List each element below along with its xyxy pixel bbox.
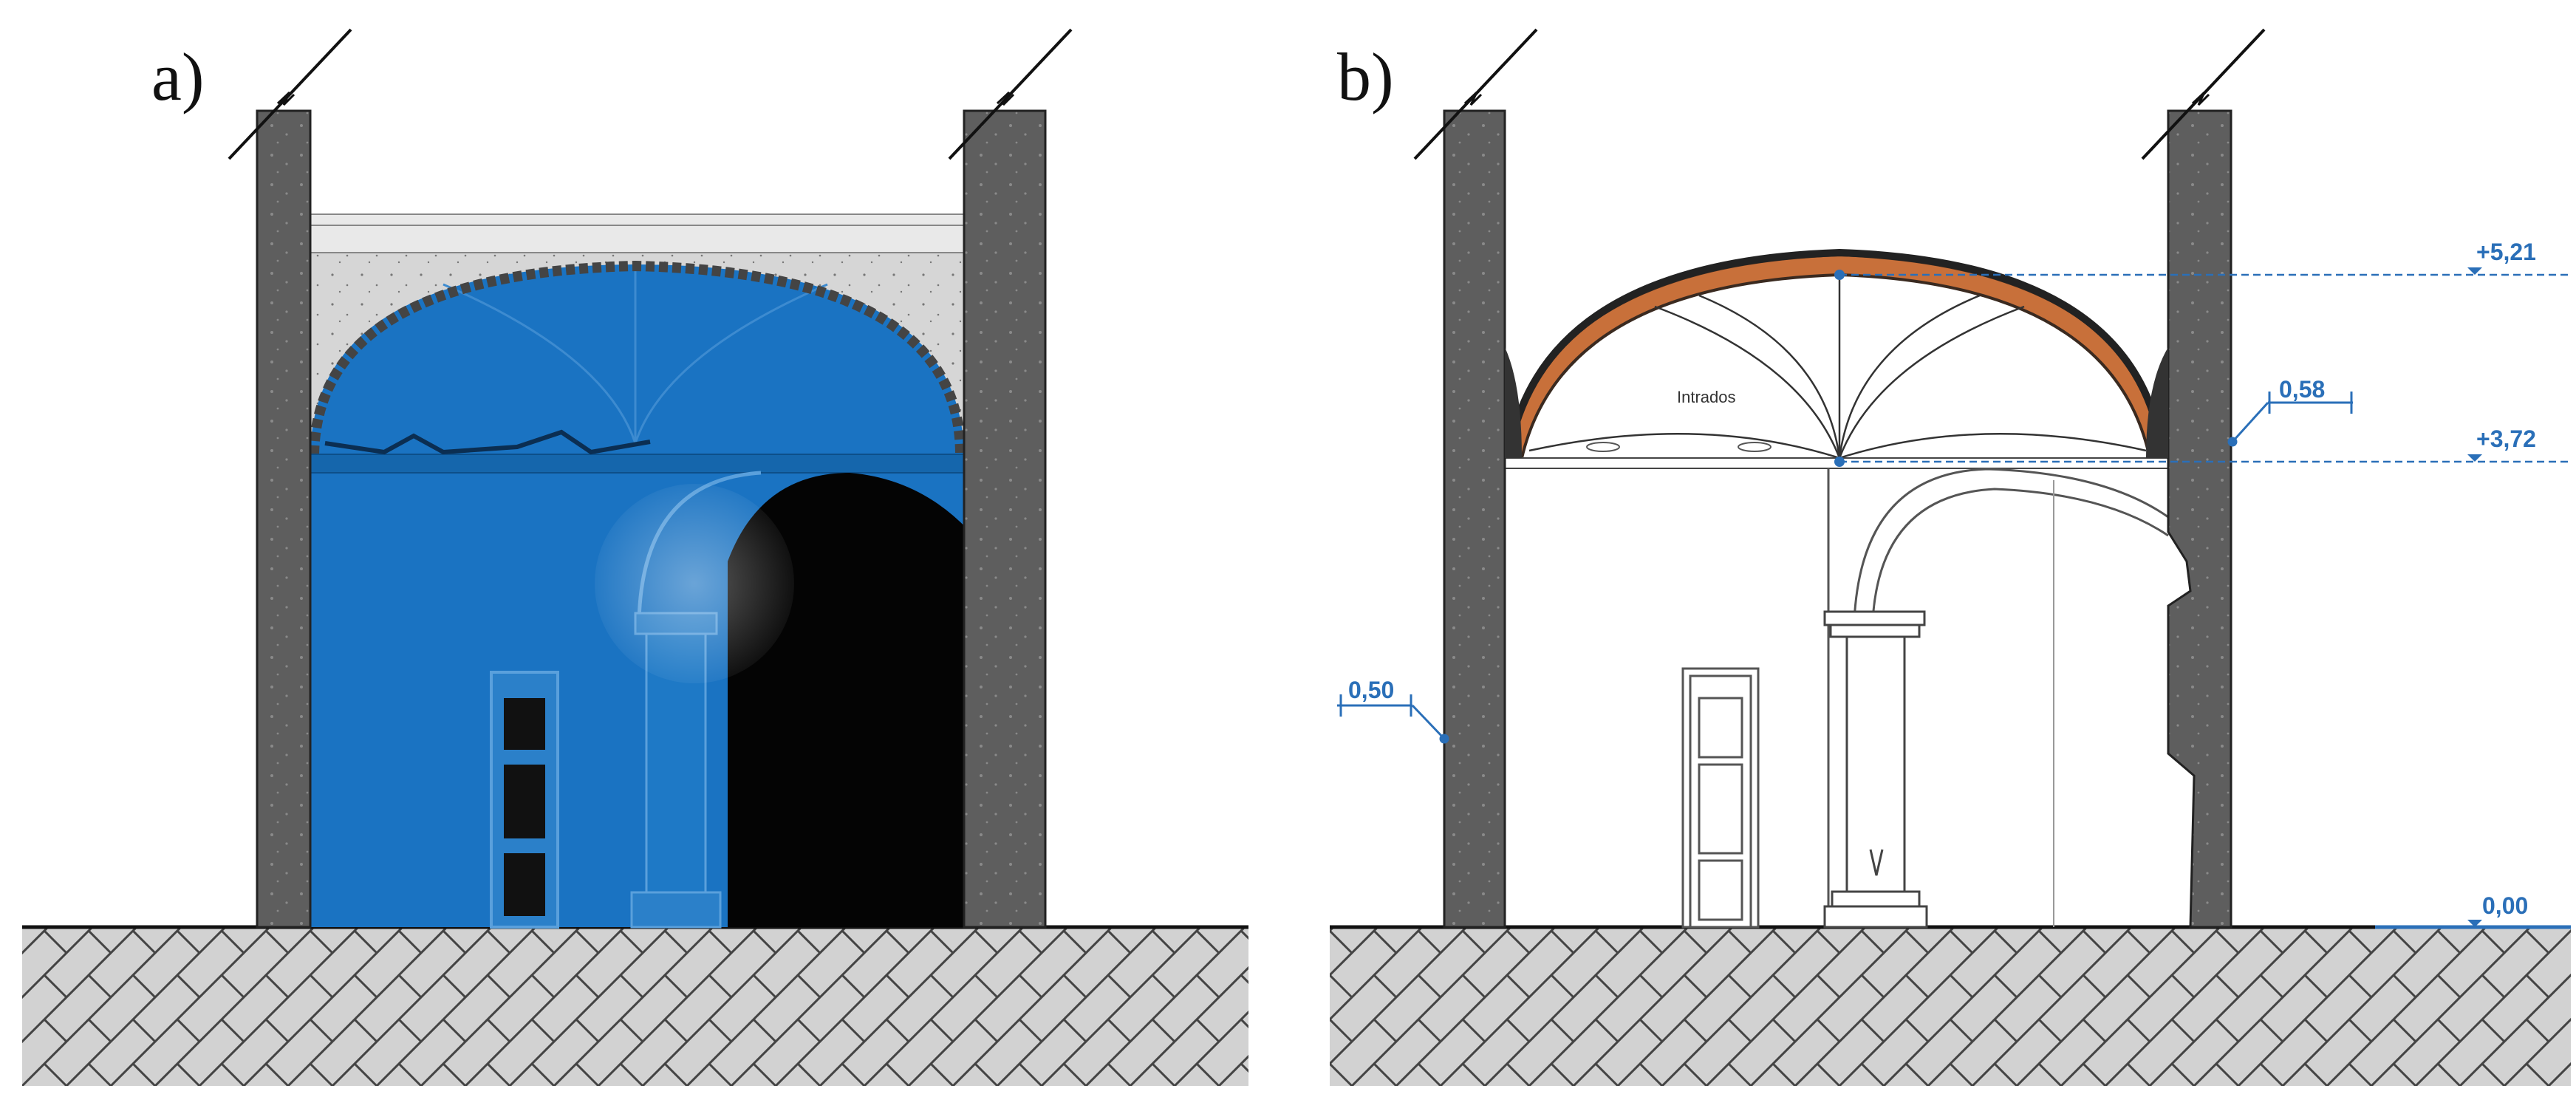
panel-b-label: b) [1337,39,1394,115]
level-ground: 0,00 [2467,892,2528,927]
level-top-value: +5,21 [2476,239,2536,265]
intrados-label: Intrados [1677,388,1736,406]
vault-thickness-value: 0,58 [2279,376,2325,403]
panel-a: a) [22,28,1248,1086]
wall-left-b [1413,28,1538,929]
wall-right-b [2141,28,2266,929]
arch-outline [1827,468,2169,927]
wall-thickness-value: 0,50 [1348,677,1394,703]
column-b [1823,610,1928,929]
panel-b: b) Intrados [1330,28,2571,1086]
vault-brick-ring [1501,253,2170,459]
panel-a-label: a) [151,39,204,115]
dark-opening [728,473,1008,927]
scan-highlight [595,484,794,683]
dimension-vault-thickness [2227,392,2353,447]
level-top: +5,21 [1834,239,2571,280]
level-ground-value: 0,00 [2482,892,2528,919]
ground-section-a [22,927,1248,1086]
vault-ribs [1528,275,2147,459]
door-b [1681,667,1760,929]
dimension-wall-thickness [1337,694,1449,744]
wall-left-a [228,28,352,929]
wall-right-a [948,28,1073,929]
level-springing-value: +3,72 [2476,426,2536,452]
level-springing: +3,72 [1834,426,2571,467]
ground-section-b [1330,927,2571,1086]
